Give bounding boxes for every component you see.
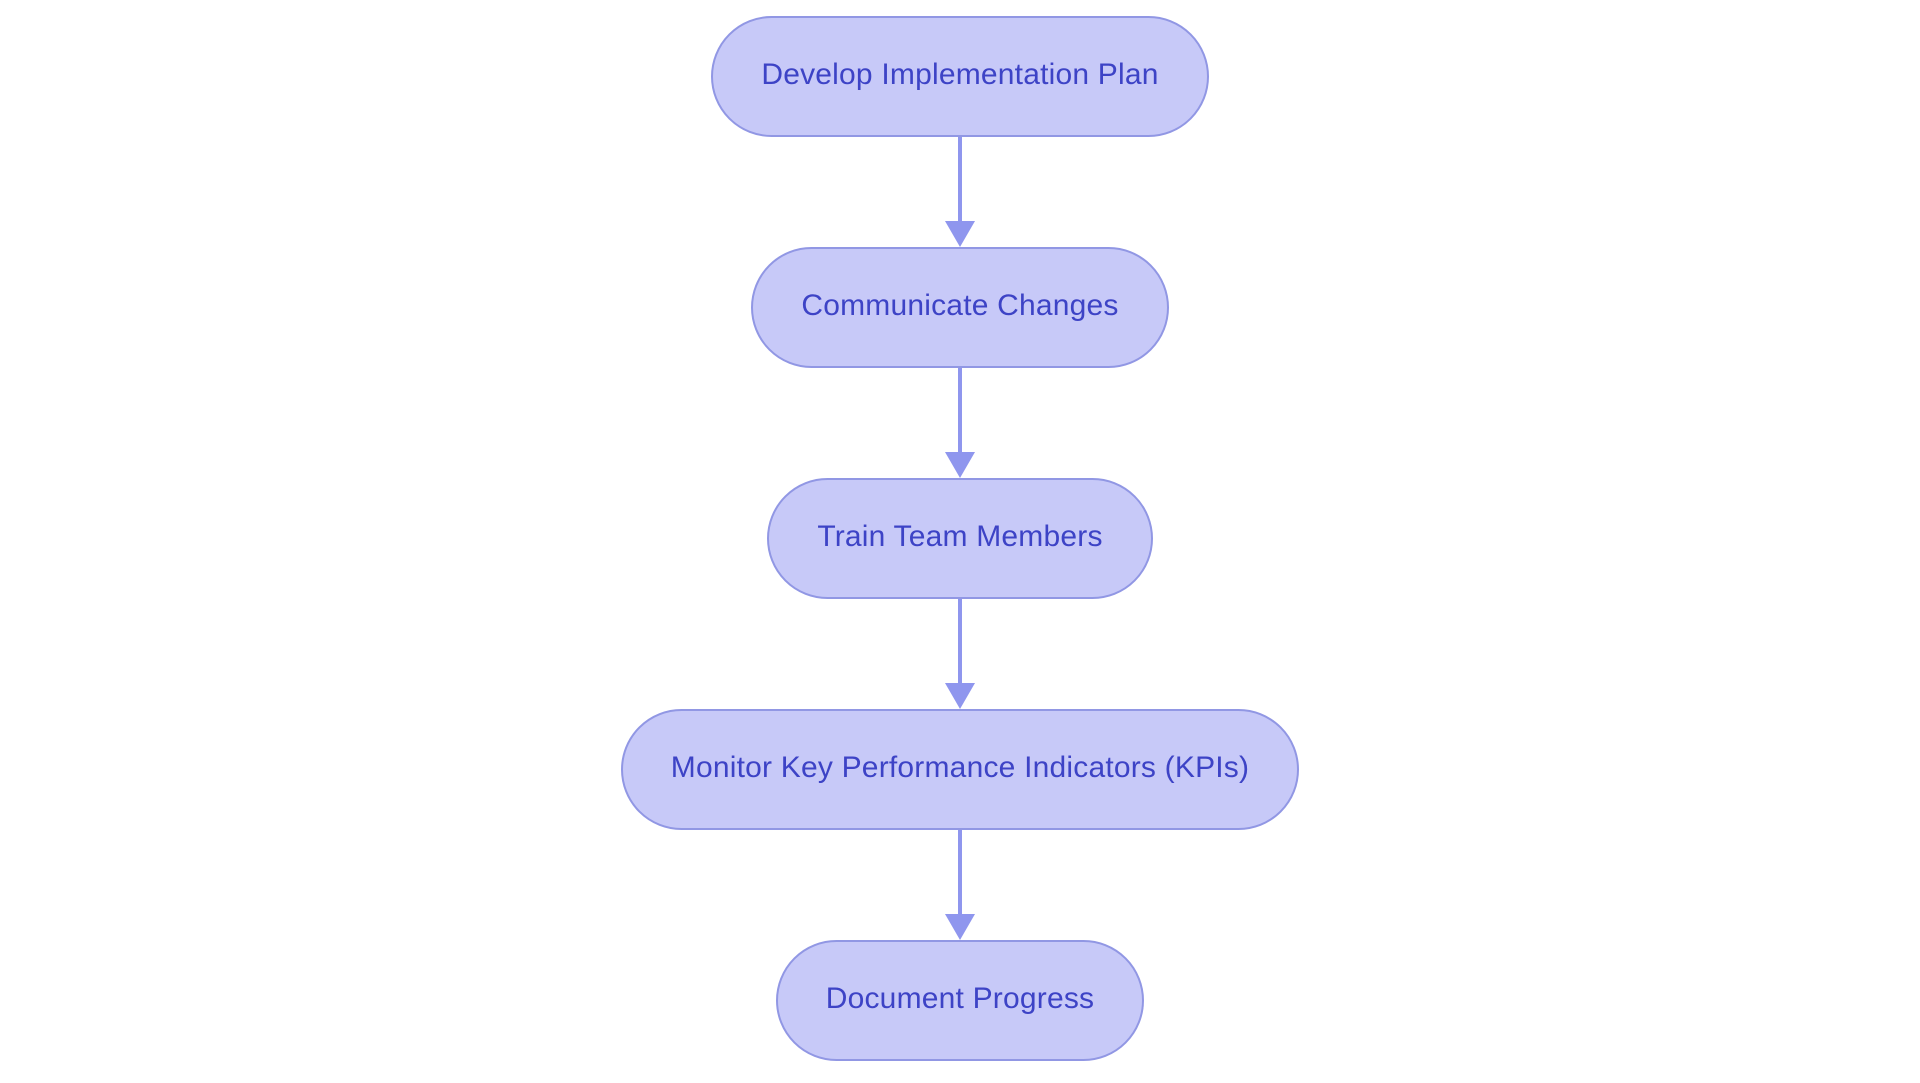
arrow-down-icon bbox=[945, 683, 975, 709]
arrow-shaft bbox=[958, 830, 962, 915]
flow-node-monitor-kpis: Monitor Key Performance Indicators (KPIs… bbox=[620, 709, 1300, 830]
flow-node-label: Communicate Changes bbox=[801, 288, 1119, 322]
flow-node-communicate-changes: Communicate Changes bbox=[751, 247, 1169, 368]
flow-arrow-1 bbox=[945, 137, 975, 247]
flow-node-train-team-members: Train Team Members bbox=[767, 478, 1153, 599]
flow-node-label: Train Team Members bbox=[817, 519, 1103, 553]
arrow-down-icon bbox=[945, 452, 975, 478]
flow-node-label: Develop Implementation Plan bbox=[761, 57, 1159, 91]
flow-arrow-2 bbox=[945, 368, 975, 478]
arrow-down-icon bbox=[945, 221, 975, 247]
flow-node-label: Document Progress bbox=[825, 981, 1095, 1015]
flow-arrow-3 bbox=[945, 599, 975, 709]
arrow-shaft bbox=[958, 368, 962, 453]
flow-node-document-progress: Document Progress bbox=[775, 940, 1145, 1061]
arrow-shaft bbox=[958, 599, 962, 684]
arrow-shaft bbox=[958, 137, 962, 222]
flow-node-label: Monitor Key Performance Indicators (KPIs… bbox=[670, 750, 1250, 784]
flow-node-develop-implementation-plan: Develop Implementation Plan bbox=[711, 16, 1209, 137]
arrow-down-icon bbox=[945, 914, 975, 940]
flow-arrow-4 bbox=[945, 830, 975, 940]
